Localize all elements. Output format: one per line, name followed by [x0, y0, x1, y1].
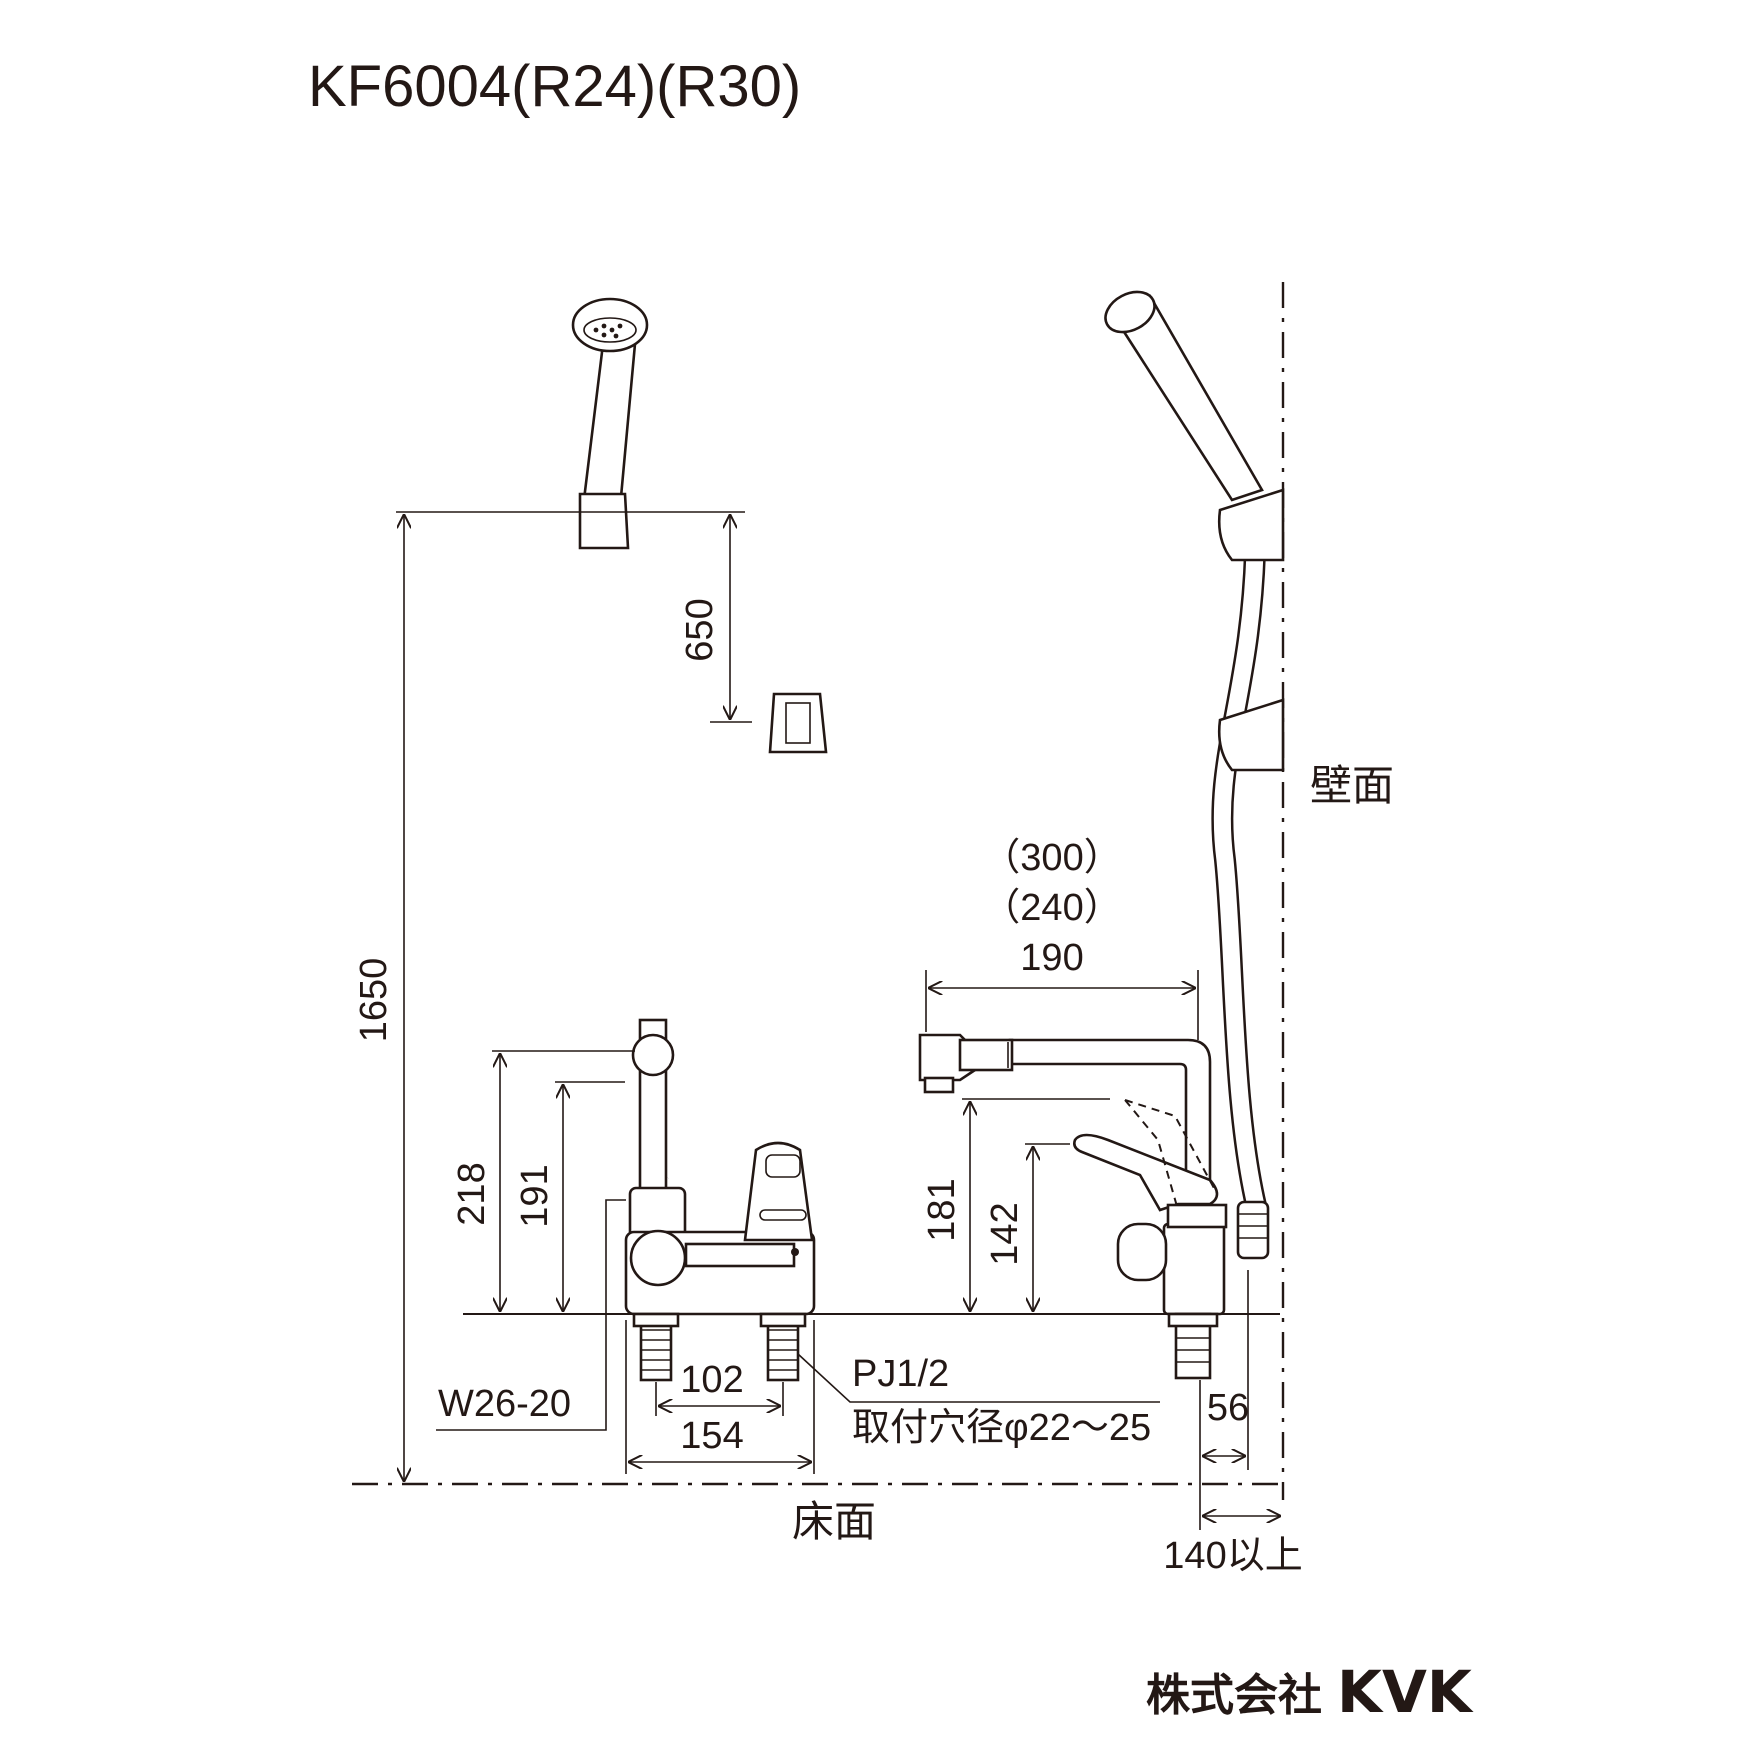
dim-218: 218	[451, 1162, 493, 1225]
thread-w-label: W26-20	[438, 1383, 571, 1425]
front-view	[571, 297, 828, 1382]
shower-head-side	[1104, 290, 1264, 502]
mount-hole-label: 取付穴径φ22～25	[852, 1407, 1151, 1449]
faucet-body-front	[624, 1018, 816, 1316]
dim-300: （300）	[982, 837, 1121, 879]
pj-leader	[797, 1353, 1160, 1403]
dim-56: 56	[1207, 1387, 1249, 1429]
dim-240: （240）	[982, 887, 1121, 929]
floor-label: 床面	[792, 1498, 876, 1545]
shower-head-front	[571, 297, 649, 550]
dim-1650: 1650	[353, 958, 395, 1043]
lever-handle-open-outline	[1124, 1099, 1216, 1211]
lever-handle-side	[1073, 1133, 1219, 1212]
inlet-threads-front	[632, 1312, 807, 1382]
lower-hook-front	[768, 692, 828, 754]
dim-154: 154	[680, 1415, 743, 1457]
dim-191: 191	[514, 1164, 556, 1227]
lower-hook-side	[1217, 698, 1285, 772]
dim-140: 140以上	[1163, 1535, 1302, 1577]
thread-pj-label: PJ1/2	[852, 1353, 949, 1395]
company-name-jp: 株式会社	[1146, 1670, 1322, 1721]
w26-leader	[436, 1199, 626, 1431]
side-view	[918, 290, 1285, 1380]
dim-190: 190	[1020, 937, 1083, 979]
model-title: KF6004(R24)(R30)	[308, 54, 801, 119]
company-logo-kvk: KVK	[1337, 1658, 1474, 1726]
dim-102: 102	[680, 1359, 743, 1401]
shower-switch-knob	[1116, 1222, 1168, 1282]
wall-label: 壁面	[1310, 762, 1394, 809]
dim-650: 650	[679, 598, 721, 661]
upper-hook-side	[1217, 488, 1285, 562]
dim-142: 142	[984, 1202, 1026, 1265]
hose-connector-side	[1236, 1200, 1270, 1260]
faucet-body-side	[1162, 1222, 1226, 1316]
dim-181: 181	[921, 1178, 963, 1241]
